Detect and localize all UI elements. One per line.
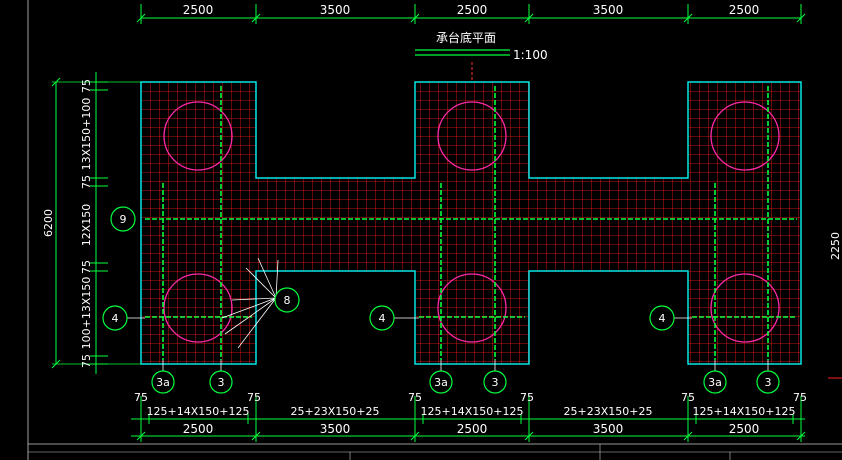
pile-cap-outline	[140, 81, 802, 365]
pile-circle	[437, 101, 507, 171]
rebar-spacing-1: 125+14X150+125	[147, 405, 250, 418]
rebar-tag-4-label: 4	[659, 312, 666, 325]
bottom-dim-1: 2500	[183, 422, 214, 436]
edge-dim-75: 75	[247, 391, 261, 404]
rebar-tags-3-right[interactable]: 3a 3	[703, 360, 780, 394]
left-dimension-lines: 6200 75 13X150+100 75 12X150 75 100+13X1…	[42, 72, 141, 374]
rebar-tag-3-label: 3	[218, 376, 225, 389]
rebar-spacing-3: 125+14X150+125	[421, 405, 524, 418]
rebar-spacing-5: 125+14X150+125	[693, 405, 796, 418]
drawing-title-block: 承台底平面 1:100	[415, 30, 548, 80]
rebar-tag-3a-label: 3a	[708, 376, 722, 389]
top-dim-1: 2500	[183, 3, 214, 17]
rebar-tags-3-left[interactable]: 3a 3	[151, 360, 233, 394]
rebar-tags-3-middle[interactable]: 3a 3	[429, 360, 507, 394]
pile-circle	[710, 273, 780, 343]
edge-dim-75: 75	[793, 391, 807, 404]
edge-dim-75: 75	[681, 391, 695, 404]
left-dim-5: 75	[80, 260, 93, 274]
rebar-tag-3-label: 3	[492, 376, 499, 389]
drawing-title: 承台底平面	[436, 30, 496, 45]
left-dim-4: 12X150	[80, 204, 93, 247]
right-dimension: 2250	[829, 232, 842, 260]
left-total-dim: 6200	[42, 209, 55, 237]
rebar-tag-4-label: 4	[379, 312, 386, 325]
bottom-dimension-lines: 75 75 75 75 75 75 125+14X150+125 25+23X1…	[131, 391, 807, 442]
rebar-tag-3a-label: 3a	[156, 376, 170, 389]
top-dim-3: 2500	[457, 3, 488, 17]
rebar-tag-4-left[interactable]: 4	[102, 305, 145, 331]
highlighted-rebars	[145, 86, 797, 360]
top-dim-5: 2500	[729, 3, 760, 17]
edge-dim-75: 75	[134, 391, 148, 404]
drawing-scale: 1:100	[513, 48, 548, 62]
rebar-tag-4-middle[interactable]: 4	[369, 305, 419, 331]
rebar-tag-3-label: 3	[765, 376, 772, 389]
rebar-tag-3a-label: 3a	[434, 376, 448, 389]
piles	[163, 101, 780, 343]
rebar-tag-9-label: 9	[120, 213, 127, 226]
bottom-dim-5: 2500	[729, 422, 760, 436]
rebar-tag-4-right[interactable]: 4	[649, 305, 692, 331]
pile-circle	[163, 101, 233, 171]
left-dim-2: 13X150+100	[80, 98, 93, 171]
pile-circle	[710, 101, 780, 171]
rebar-tag-8-label: 8	[284, 294, 291, 307]
rebar-tag-4-label: 4	[112, 312, 119, 325]
left-dim-1: 75	[80, 79, 93, 93]
top-dimension-line: 2500 3500 2500 3500 2500	[136, 3, 806, 24]
top-dim-4: 3500	[593, 3, 624, 17]
pile-circle	[163, 273, 233, 343]
left-dim-7: 75	[80, 354, 93, 368]
bottom-dim-3: 2500	[457, 422, 488, 436]
bottom-dim-4: 3500	[593, 422, 624, 436]
pile-circle	[437, 273, 507, 343]
right-dim: 2250	[829, 232, 842, 260]
rebar-spacing-4: 25+23X150+25	[564, 405, 653, 418]
bottom-dim-2: 3500	[320, 422, 351, 436]
rebar-spacing-2: 25+23X150+25	[291, 405, 380, 418]
rebar-tag-9[interactable]: 9	[110, 206, 136, 232]
left-dim-3: 75	[80, 175, 93, 189]
edge-dim-75: 75	[520, 391, 534, 404]
rebar-tag-8[interactable]: 8	[221, 257, 300, 349]
edge-dim-75: 75	[408, 391, 422, 404]
left-dim-6: 100+13X150	[80, 277, 93, 350]
top-dim-2: 3500	[320, 3, 351, 17]
pile-cap-plan[interactable]: 9 8 4 4	[102, 81, 802, 394]
